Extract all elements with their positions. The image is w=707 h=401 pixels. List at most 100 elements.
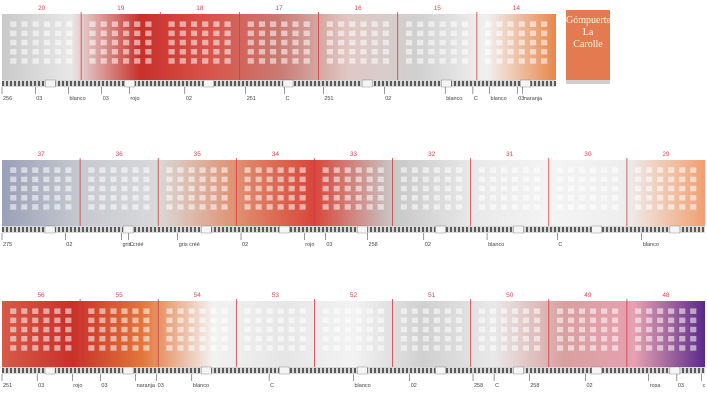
- plinth-slat: [486, 227, 488, 232]
- plinth-slat: [530, 227, 532, 232]
- plinth-slat: [486, 81, 488, 86]
- plinth-slat: [538, 368, 540, 373]
- window: [355, 308, 362, 314]
- plinth-slat: [334, 81, 336, 86]
- window: [199, 336, 206, 342]
- window: [266, 317, 273, 324]
- window: [134, 21, 141, 27]
- window: [690, 326, 697, 333]
- window: [123, 58, 130, 64]
- plinth-slat: [42, 368, 44, 373]
- window: [478, 176, 485, 183]
- plinth-slat: [234, 227, 236, 232]
- window: [247, 39, 254, 46]
- window: [277, 345, 284, 351]
- window: [590, 195, 597, 201]
- window: [10, 39, 17, 46]
- window: [333, 336, 340, 342]
- plinth-slat: [98, 368, 100, 373]
- window: [21, 308, 28, 314]
- plinth-slat: [322, 81, 324, 86]
- plinth-slat: [90, 227, 92, 232]
- window: [635, 176, 642, 183]
- window: [89, 39, 96, 46]
- window: [522, 185, 529, 192]
- plinth-slat: [470, 368, 472, 373]
- window: [32, 30, 39, 37]
- window: [177, 326, 184, 333]
- window: [21, 326, 28, 333]
- window: [333, 204, 340, 210]
- plinth-slat: [58, 227, 60, 232]
- plinth-slat: [422, 368, 424, 373]
- plinth-slat: [622, 368, 624, 373]
- window: [646, 336, 653, 342]
- window: [99, 176, 106, 183]
- window: [288, 308, 295, 314]
- title-line-2: La: [582, 27, 594, 38]
- window: [579, 326, 586, 333]
- window: [557, 176, 564, 183]
- plinth-slat: [182, 227, 184, 232]
- window: [110, 167, 117, 173]
- window: [522, 317, 529, 324]
- window: [32, 204, 39, 210]
- window: [210, 345, 217, 351]
- window: [143, 176, 150, 183]
- window: [422, 317, 429, 324]
- door: [357, 225, 368, 234]
- color-label: 03: [38, 383, 44, 389]
- plinth-slat: [558, 368, 560, 373]
- window: [534, 167, 541, 173]
- color-label: c: [702, 383, 705, 389]
- plinth-slat: [446, 227, 448, 232]
- window: [288, 204, 295, 210]
- window: [518, 49, 525, 55]
- plinth-slat: [490, 368, 492, 373]
- plinth-slat: [474, 81, 476, 86]
- door: [122, 225, 134, 234]
- plinth-slat: [510, 227, 512, 232]
- color-label: 03: [326, 242, 332, 248]
- plinth-slat: [170, 368, 172, 373]
- window: [489, 204, 496, 210]
- window: [489, 317, 496, 324]
- window: [411, 345, 418, 351]
- plinth-slat: [386, 368, 388, 373]
- color-label: C: [286, 96, 290, 102]
- window: [255, 167, 262, 173]
- window: [299, 326, 306, 333]
- window: [266, 195, 273, 201]
- window: [54, 336, 61, 342]
- plinth-slat: [38, 368, 40, 373]
- window: [522, 336, 529, 342]
- window: [377, 195, 384, 201]
- plinth-slat: [62, 227, 64, 232]
- plinth-slat: [38, 227, 40, 232]
- window: [507, 58, 514, 64]
- plinth-slat: [538, 81, 540, 86]
- window: [541, 58, 548, 64]
- plinth-slat: [550, 227, 552, 232]
- window: [366, 336, 373, 342]
- window: [439, 49, 446, 55]
- window: [612, 326, 619, 333]
- plinth-slat: [370, 227, 372, 232]
- plinth-slat: [482, 81, 484, 86]
- plinth-slat: [262, 81, 264, 86]
- window: [244, 308, 251, 314]
- window: [344, 204, 351, 210]
- window: [322, 345, 329, 351]
- window: [690, 317, 697, 324]
- plinth-slat: [158, 81, 160, 86]
- plinth-slat: [642, 368, 644, 373]
- window: [188, 345, 195, 351]
- door: [200, 225, 212, 234]
- window: [255, 317, 262, 324]
- window: [485, 58, 492, 64]
- window: [121, 326, 128, 333]
- plinth-slat: [506, 81, 508, 86]
- window: [444, 308, 451, 314]
- window: [690, 185, 697, 192]
- window: [557, 317, 564, 324]
